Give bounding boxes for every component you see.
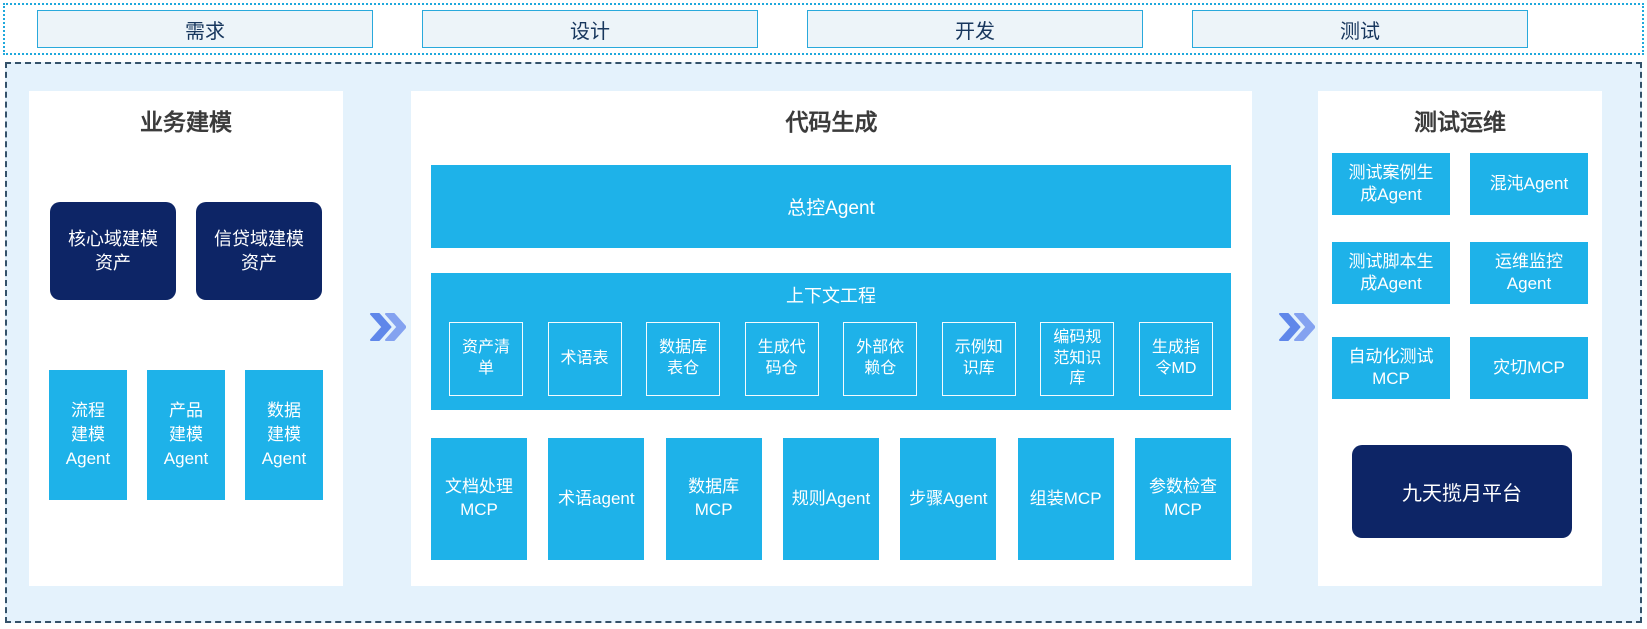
context-item-generated-code-repo: 生成代码仓 bbox=[744, 322, 819, 396]
tool-box-glossary-agent: 术语agent bbox=[548, 438, 645, 560]
context-item-external-deps-repo: 外部依赖仓 bbox=[843, 322, 918, 396]
tool-box-doc-processing-mcp: 文档处理MCP bbox=[431, 438, 527, 560]
context-engineering-section: 上下文工程 资产清单 术语表 数据库表仓 生成代码仓 外部依赖仓 示例知识库 编… bbox=[431, 273, 1231, 410]
testops-box-testcase-gen-agent: 测试案例生成Agent bbox=[1332, 153, 1450, 215]
asset-row: 核心域建模资产 信贷域建模资产 bbox=[29, 202, 343, 300]
context-item-db-table-repo: 数据库表仓 bbox=[646, 322, 721, 396]
agent-box-process-modeling: 流程建模Agent bbox=[49, 370, 127, 500]
testops-box-auto-test-mcp: 自动化测试MCP bbox=[1332, 337, 1450, 399]
panel-test-ops: 测试运维 测试案例生成Agent 混沌Agent 测试脚本生成Agent 运维监… bbox=[1318, 91, 1602, 586]
phase-row: 需求 设计 开发 测试 bbox=[37, 10, 1528, 48]
panel-code-generation: 代码生成 总控Agent 上下文工程 资产清单 术语表 数据库表仓 生成代码仓 … bbox=[411, 91, 1252, 586]
agent-box-product-modeling: 产品建模Agent bbox=[147, 370, 225, 500]
testops-box-ops-monitor-agent: 运维监控Agent bbox=[1470, 242, 1588, 304]
tool-box-rule-agent: 规则Agent bbox=[782, 438, 879, 560]
tool-box-database-mcp: 数据库MCP bbox=[665, 438, 762, 560]
phase-box-testing: 测试 bbox=[1192, 10, 1528, 48]
testops-box-testscript-gen-agent: 测试脚本生成Agent bbox=[1332, 242, 1450, 304]
context-item-example-kb: 示例知识库 bbox=[941, 322, 1016, 396]
testops-row-1: 测试案例生成Agent 混沌Agent bbox=[1318, 153, 1602, 215]
tools-row: 文档处理MCP 术语agent 数据库MCP 规则Agent 步骤Agent 组… bbox=[431, 438, 1231, 560]
tool-box-assembly-mcp: 组装MCP bbox=[1017, 438, 1114, 560]
panel-title-code-generation: 代码生成 bbox=[785, 109, 878, 135]
chevron-right-double-icon bbox=[370, 313, 406, 341]
agent-box-data-modeling: 数据建模Agent bbox=[245, 370, 323, 500]
tool-box-step-agent: 步骤Agent bbox=[900, 438, 997, 560]
testops-row-2: 测试脚本生成Agent 运维监控Agent bbox=[1318, 242, 1602, 304]
phase-strip: 需求 设计 开发 测试 bbox=[3, 3, 1644, 55]
testops-box-disaster-switch-mcp: 灾切MCP bbox=[1470, 337, 1588, 399]
context-item-asset-list: 资产清单 bbox=[449, 322, 523, 396]
master-agent-bar: 总控Agent bbox=[431, 165, 1231, 248]
panel-title-business-modeling: 业务建模 bbox=[140, 109, 232, 135]
tool-box-param-check-mcp: 参数检查MCP bbox=[1134, 438, 1231, 560]
context-item-coding-standard-kb: 编码规范知识库 bbox=[1040, 322, 1115, 396]
context-items-row: 资产清单 术语表 数据库表仓 生成代码仓 外部依赖仓 示例知识库 编码规范知识库… bbox=[449, 322, 1213, 396]
platform-box-jiutian-lanyue: 九天揽月平台 bbox=[1352, 445, 1572, 538]
testops-row-3: 自动化测试MCP 灾切MCP bbox=[1318, 337, 1602, 399]
agent-row: 流程建模Agent 产品建模Agent 数据建模Agent bbox=[29, 370, 343, 500]
context-item-generation-instruction-md: 生成指令MD bbox=[1138, 322, 1213, 396]
chevron-right-double-icon bbox=[1279, 313, 1315, 341]
panel-business-modeling: 业务建模 核心域建模资产 信贷域建模资产 流程建模Agent 产品建模Agent… bbox=[29, 91, 343, 586]
context-item-glossary: 术语表 bbox=[547, 322, 622, 396]
phase-box-requirements: 需求 bbox=[37, 10, 373, 48]
asset-box-credit-domain: 信贷域建模资产 bbox=[196, 202, 322, 300]
asset-box-core-domain: 核心域建模资产 bbox=[50, 202, 176, 300]
panel-title-test-ops: 测试运维 bbox=[1414, 109, 1506, 135]
context-engineering-title: 上下文工程 bbox=[786, 286, 876, 306]
phase-box-design: 设计 bbox=[422, 10, 758, 48]
phase-box-development: 开发 bbox=[807, 10, 1143, 48]
testops-box-chaos-agent: 混沌Agent bbox=[1470, 153, 1588, 215]
pipeline-container: 业务建模 核心域建模资产 信贷域建模资产 流程建模Agent 产品建模Agent… bbox=[5, 62, 1642, 623]
